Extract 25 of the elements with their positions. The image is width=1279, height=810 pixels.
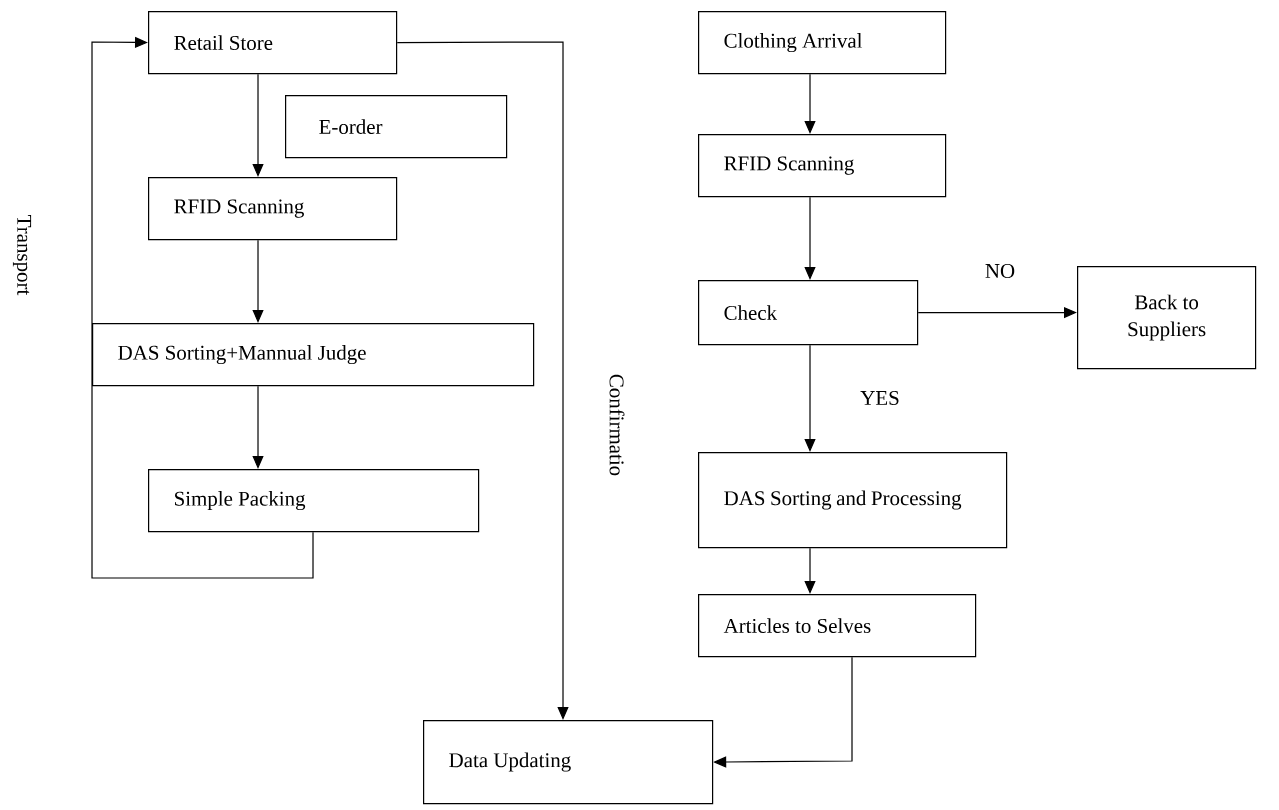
process-box: DAS Sorting+Mannual Judge	[92, 323, 535, 387]
process-box: RFID Scanning	[698, 134, 947, 198]
arrow	[252, 385, 264, 469]
process-box: Check	[698, 280, 919, 346]
edge-label: Confirmatio	[608, 372, 626, 478]
process-box: Data Updating	[423, 720, 714, 805]
arrow	[804, 73, 816, 134]
edge-label: NO	[983, 262, 1017, 280]
arrow	[252, 73, 264, 177]
arrow	[396, 41, 569, 720]
process-box: Articles to Selves	[698, 594, 977, 658]
process-box: Back to Suppliers	[1077, 266, 1257, 370]
process-box: Retail Store	[148, 11, 398, 75]
arrow	[804, 344, 816, 452]
edge-label: YES	[859, 389, 901, 406]
arrow	[804, 196, 816, 280]
process-box: Simple Packing	[148, 469, 480, 533]
process-box: RFID Scanning	[148, 177, 398, 241]
process-box: E-order	[285, 95, 508, 159]
arrow	[91, 36, 314, 579]
arrow	[804, 547, 816, 594]
process-box: DAS Sorting and Processing	[698, 452, 1008, 549]
edge-label: Transport	[11, 213, 33, 297]
process-box: Clothing Arrival	[698, 11, 947, 75]
arrow	[252, 239, 264, 323]
